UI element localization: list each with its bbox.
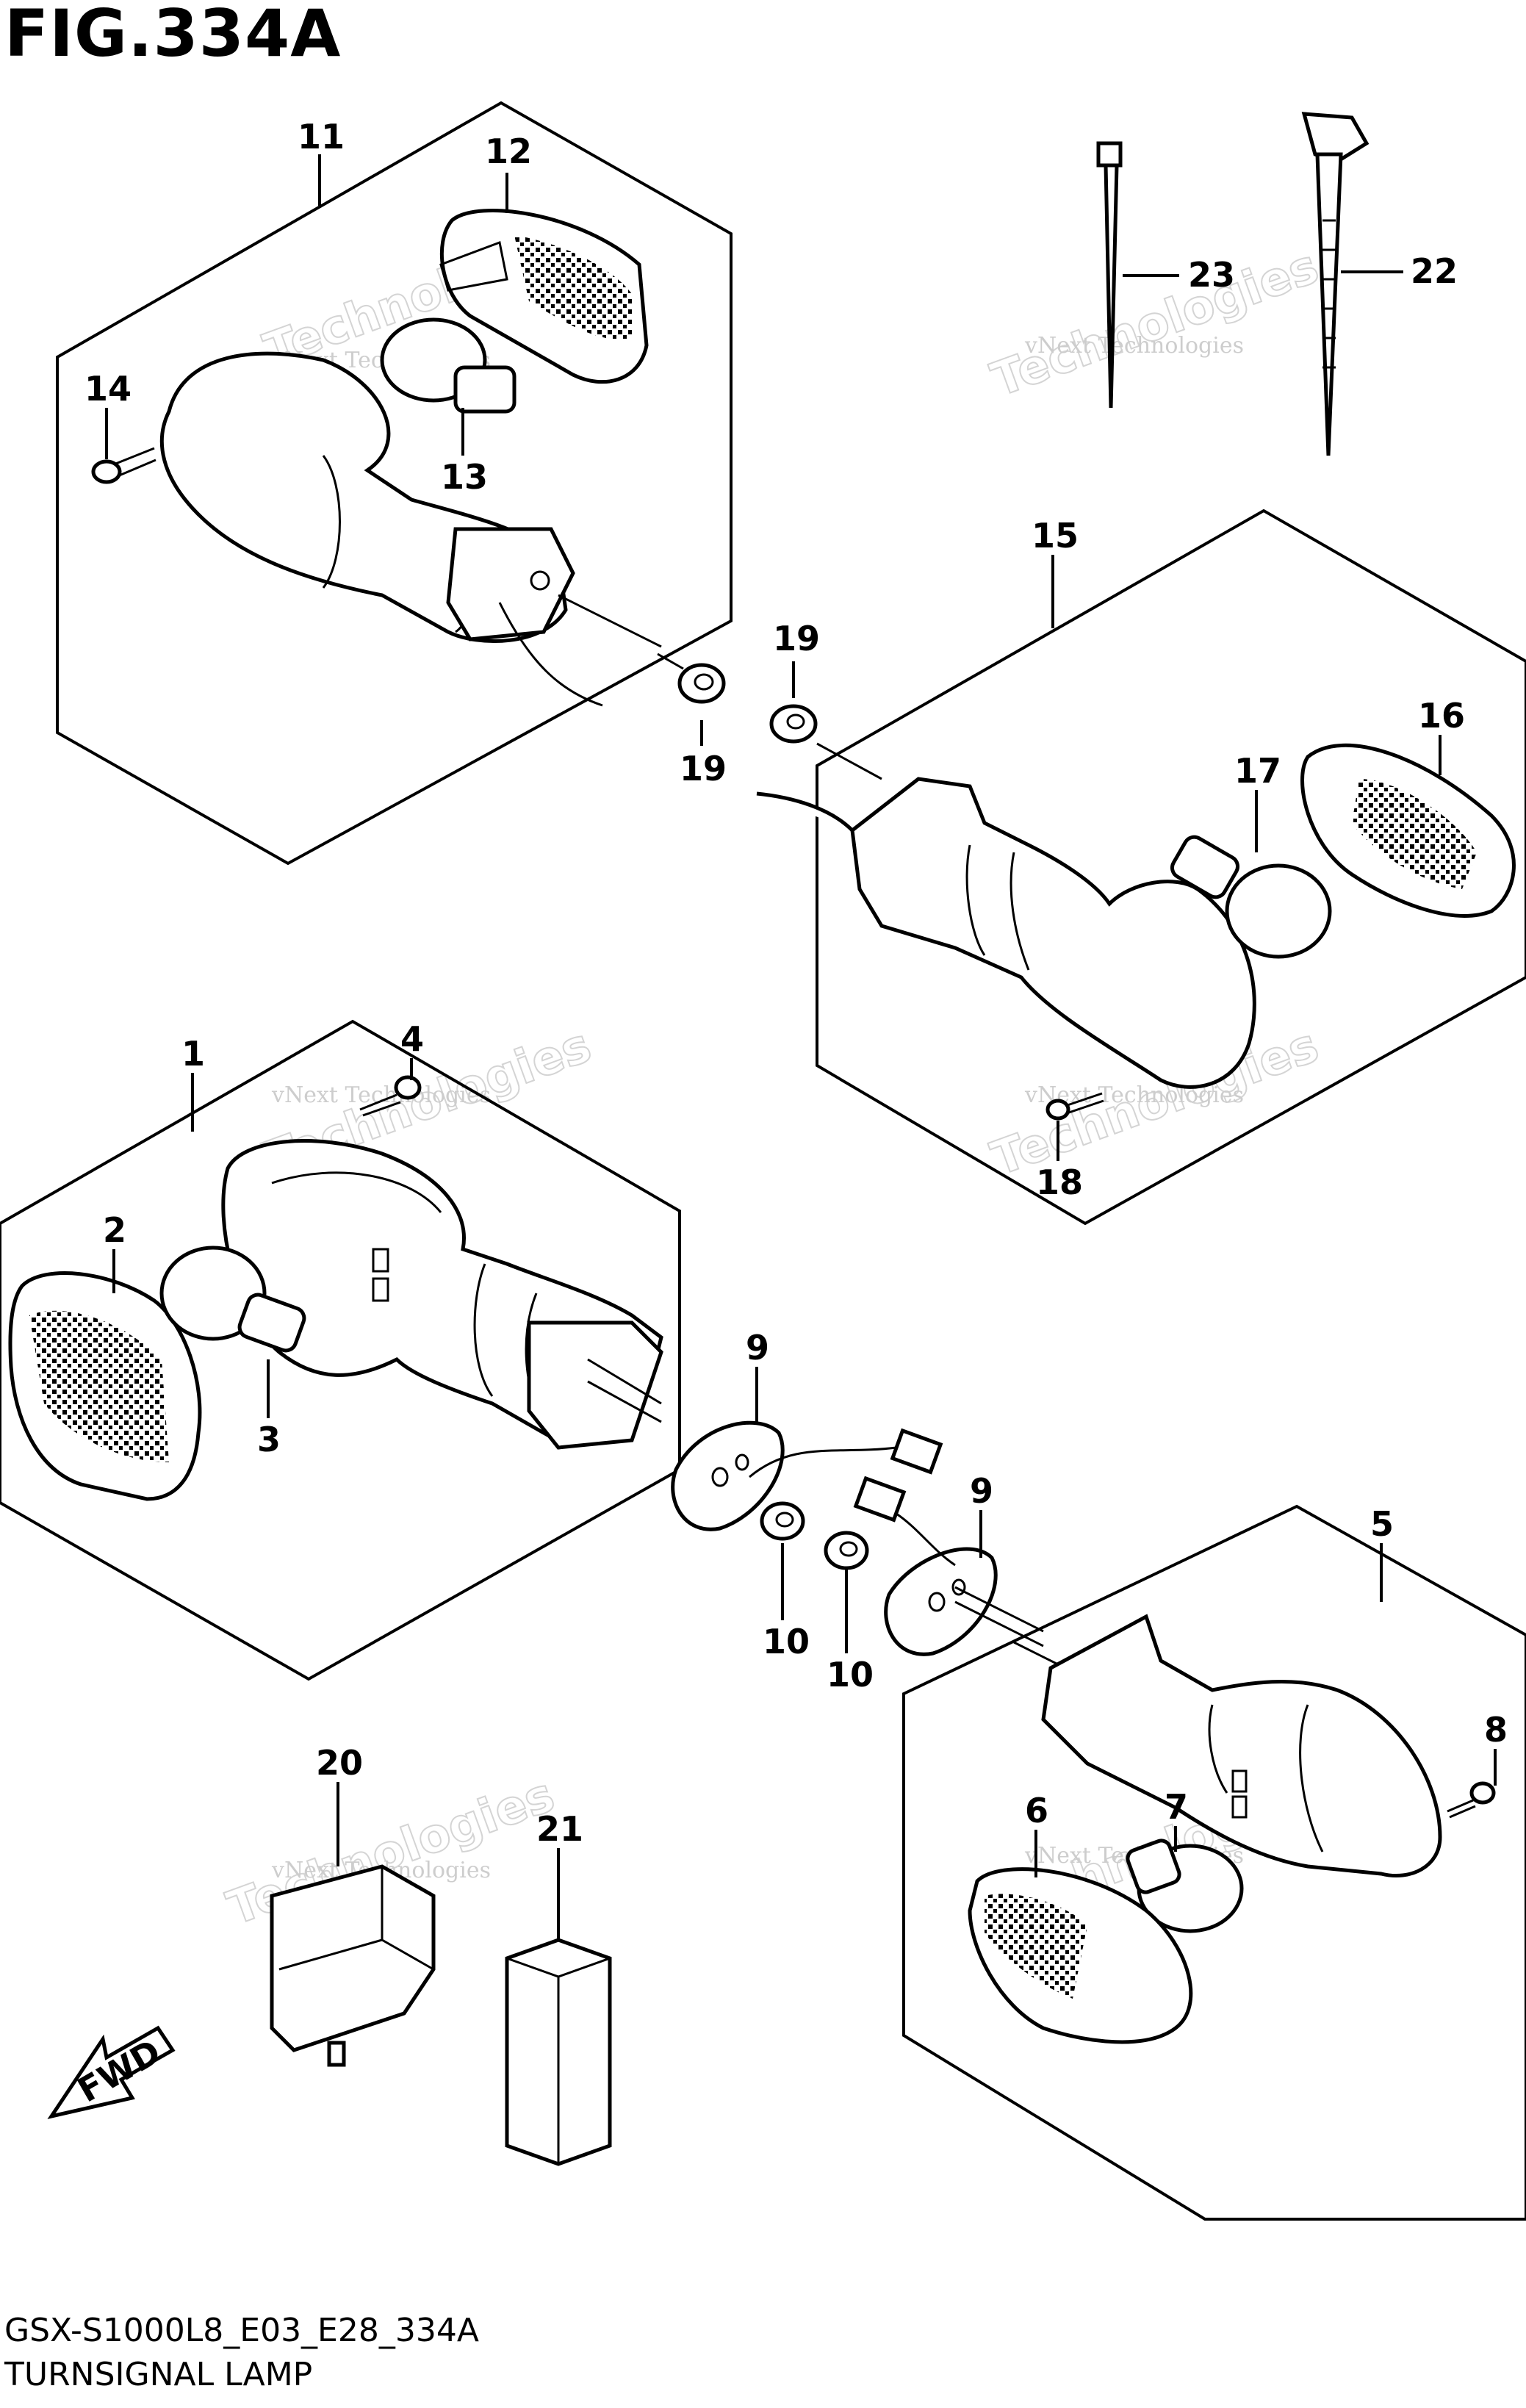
callout-19a: 19 — [680, 749, 727, 788]
watermark-text: vNext Technologies — [1024, 333, 1244, 359]
nut-10b — [824, 1531, 869, 1570]
callout-20: 20 — [316, 1743, 363, 1783]
callout-2: 2 — [103, 1210, 126, 1250]
watermark-text: vNext Technologies — [271, 1082, 491, 1108]
figure-title: FIG.334A — [4, 0, 342, 71]
housing-15 — [756, 777, 1256, 1089]
callout-9a: 9 — [746, 1328, 769, 1367]
assembly-5-box — [902, 1504, 1526, 2221]
callout-13: 13 — [441, 457, 488, 497]
callout-8: 8 — [1484, 1710, 1508, 1750]
gasket-9a — [671, 1420, 785, 1531]
callout-17: 17 — [1234, 751, 1281, 791]
callout-23: 23 — [1188, 255, 1235, 295]
callout-16: 16 — [1418, 696, 1465, 736]
callout-3: 3 — [257, 1420, 281, 1459]
wire-harness — [749, 1428, 1044, 1647]
nut-10a — [760, 1501, 805, 1541]
housing-5 — [1013, 1614, 1442, 1878]
bulb-13 — [380, 317, 517, 414]
callout-10a: 10 — [763, 1622, 810, 1661]
model-code: GSX-S1000L8_E03_E28_334A — [4, 2312, 479, 2349]
screw-18 — [1045, 1092, 1104, 1121]
nut-19b — [769, 704, 818, 744]
bulb-17 — [1170, 835, 1332, 959]
callout-19b: 19 — [773, 619, 820, 658]
callout-14: 14 — [84, 369, 132, 409]
callout-4: 4 — [400, 1019, 424, 1059]
watermark-large: Technologies — [985, 240, 1325, 408]
assembly-11-box — [56, 101, 733, 866]
callout-18: 18 — [1036, 1162, 1083, 1202]
nut-19a — [677, 663, 726, 704]
gasket-9b — [884, 1547, 998, 1656]
callout-7: 7 — [1165, 1787, 1188, 1827]
screw-8 — [1447, 1781, 1496, 1819]
bulb-3 — [159, 1246, 306, 1353]
callout-15: 15 — [1032, 516, 1079, 556]
bulb-7 — [1126, 1839, 1244, 1933]
callout-5: 5 — [1370, 1504, 1394, 1544]
callout-21: 21 — [536, 1809, 583, 1849]
figure-caption: TURNSIGNAL LAMP — [4, 2356, 313, 2393]
lens-6 — [968, 1867, 1193, 2044]
screw-14 — [91, 447, 156, 484]
callout-10b: 10 — [827, 1655, 874, 1694]
leader-lines — [105, 154, 1497, 1940]
callout-numbers: 11 12 13 14 19 19 23 22 15 17 16 18 1 2 … — [84, 117, 1508, 1849]
relay-20 — [270, 1864, 436, 2067]
callout-1: 1 — [181, 1034, 205, 1074]
cable-tie-23 — [1096, 141, 1123, 409]
callout-11: 11 — [298, 117, 345, 157]
fwd-arrow: FWD — [47, 2025, 176, 2119]
callout-9b: 9 — [970, 1471, 993, 1511]
callout-12: 12 — [485, 132, 532, 171]
lens-16 — [1300, 743, 1516, 918]
housing-1 — [221, 1139, 663, 1450]
callout-6: 6 — [1025, 1791, 1048, 1830]
sealant-21 — [505, 1938, 612, 2166]
housing-11 — [159, 351, 662, 707]
cable-tie-22 — [1301, 112, 1370, 456]
lens-2 — [8, 1271, 202, 1501]
screw-4 — [359, 1075, 422, 1117]
callout-22: 22 — [1411, 251, 1458, 291]
assembly-15-box — [816, 508, 1526, 1226]
lens-12 — [439, 209, 649, 384]
